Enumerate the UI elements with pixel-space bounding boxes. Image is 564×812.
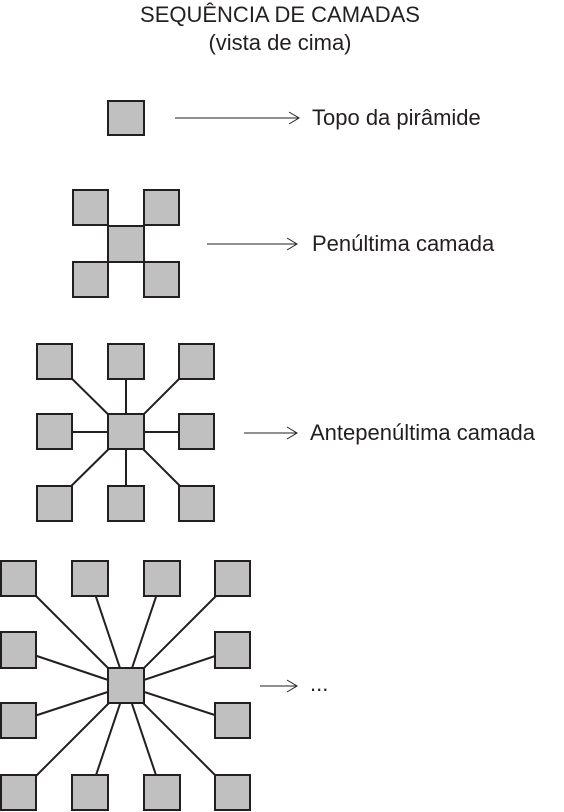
next-layer-block xyxy=(214,702,251,739)
diagram-title-line-1: SEQUÊNCIA DE CAMADAS xyxy=(140,2,420,27)
antepenultimate-block xyxy=(36,343,73,380)
next-layer-center-block xyxy=(107,667,145,704)
penultimate-arrow-head xyxy=(286,237,298,251)
penultimate-block-bottom-left xyxy=(72,261,109,298)
next-layer-arrow-head xyxy=(286,679,298,693)
layer-label-penultimate: Penúltima camada xyxy=(312,231,495,256)
layer-penultimate-group: Penúltima camada xyxy=(72,189,495,298)
antepenultimate-block xyxy=(178,485,215,522)
antepenultimate-block xyxy=(178,413,215,450)
antepenultimate-block xyxy=(107,485,145,522)
next-layer-block xyxy=(0,631,37,669)
penultimate-block-top-left xyxy=(72,189,109,226)
antepenultimate-arrow-head xyxy=(286,426,298,440)
top-arrow-head xyxy=(288,111,300,125)
antepenultimate-block xyxy=(36,485,73,522)
next-layer-block xyxy=(0,702,37,739)
next-layer-block xyxy=(214,774,251,811)
antepenultimate-center-block xyxy=(107,413,145,450)
antepenultimate-block xyxy=(107,343,145,380)
layer-label-antepenultimate: Antepenúltima camada xyxy=(310,420,536,445)
next-layer-block xyxy=(214,560,251,597)
layer-antepenultimate-group: Antepenúltima camada xyxy=(36,343,536,522)
top-center-block xyxy=(107,100,145,136)
antepenultimate-block xyxy=(36,413,73,450)
diagram-title-line-2: (vista de cima) xyxy=(208,30,351,55)
next-layer-block xyxy=(143,774,181,811)
next-layer-block xyxy=(71,560,109,597)
penultimate-block-bottom-right xyxy=(143,261,180,298)
antepenultimate-block xyxy=(178,343,215,380)
penultimate-block-top-right xyxy=(143,189,180,226)
next-layer-block xyxy=(0,560,37,597)
next-layer-block xyxy=(0,774,37,811)
layer-label-next: ... xyxy=(310,671,328,696)
next-layer-block xyxy=(143,560,181,597)
next-layer-block xyxy=(71,774,109,811)
layer-label-top: Topo da pirâmide xyxy=(312,105,481,130)
next-layer-block xyxy=(214,631,251,669)
layer-next-group: ... xyxy=(0,560,328,811)
layer-top-group: Topo da pirâmide xyxy=(107,100,481,136)
penultimate-center-block xyxy=(107,225,145,263)
